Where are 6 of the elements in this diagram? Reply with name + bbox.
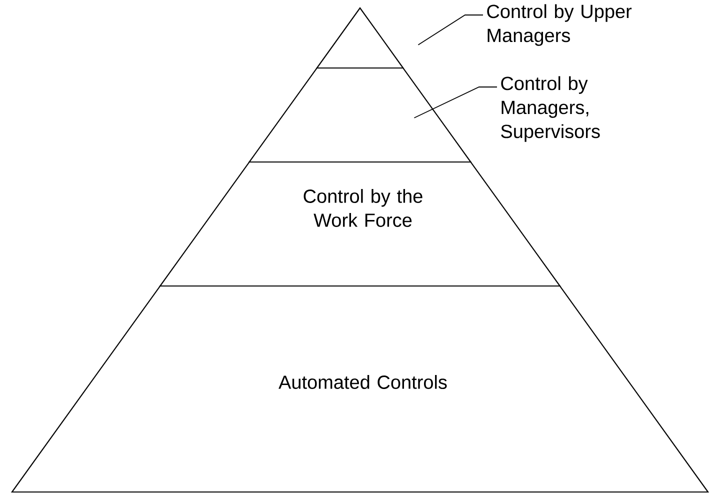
label-text: Control by Upper Managers [487,4,632,46]
leader-line [414,86,498,118]
label-text: Control by Managers, Supervisors [501,76,600,142]
label-text: Automated Controls [278,375,447,389]
label-text: Control by the Work Force [304,189,422,227]
leader-line [418,14,484,46]
